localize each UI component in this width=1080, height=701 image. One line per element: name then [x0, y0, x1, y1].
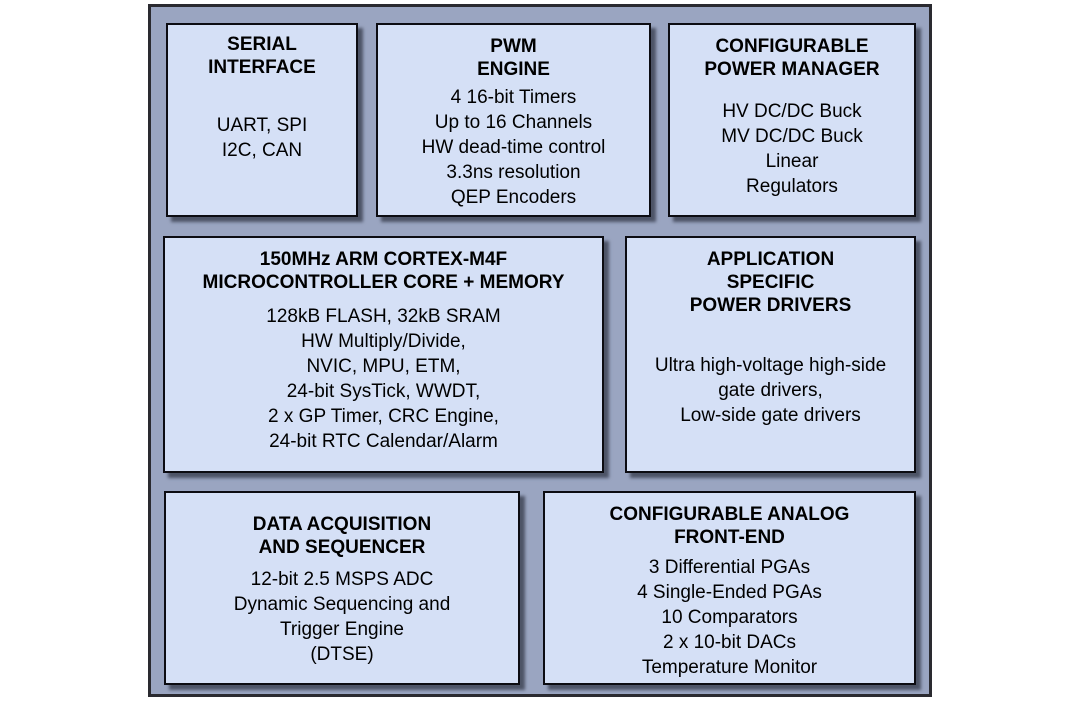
block-title: 150MHz ARM CORTEX-M4F MICROCONTROLLER CO… [202, 249, 565, 293]
block-body: UART, SPI I2C, CAN [216, 115, 308, 161]
block-pwm-engine: PWM ENGINE 4 16-bit Timers Up to 16 Chan… [376, 23, 651, 217]
block-body: 128kB FLASH, 32kB SRAM HW Multiply/Divid… [266, 306, 501, 452]
block-body: HV DC/DC Buck MV DC/DC Buck Linear Regul… [721, 101, 863, 197]
block-title: DATA ACQUISITION AND SEQUENCER [252, 514, 432, 558]
block-body: 4 16-bit Timers Up to 16 Channels HW dea… [421, 87, 606, 208]
block-serial-interface: SERIAL INTERFACE UART, SPI I2C, CAN [166, 23, 358, 217]
block-body: 3 Differential PGAs 4 Single-Ended PGAs … [637, 557, 822, 678]
chip-boundary-panel: SERIAL INTERFACE UART, SPI I2C, CAN PWM … [148, 4, 932, 697]
block-microcontroller-core-memory: 150MHz ARM CORTEX-M4F MICROCONTROLLER CO… [163, 236, 604, 473]
block-title: APPLICATION SPECIFIC POWER DRIVERS [689, 249, 852, 316]
block-body: Ultra high-voltage high-side gate driver… [654, 355, 887, 426]
block-title: SERIAL INTERFACE [208, 34, 316, 78]
block-title: CONFIGURABLE ANALOG FRONT-END [609, 504, 850, 548]
block-configurable-power-manager: CONFIGURABLE POWER MANAGER HV DC/DC Buck… [668, 23, 916, 217]
block-body: 12-bit 2.5 MSPS ADC Dynamic Sequencing a… [233, 569, 451, 665]
block-configurable-analog-front-end: CONFIGURABLE ANALOG FRONT-END 3 Differen… [543, 491, 916, 685]
block-application-specific-power-drivers: APPLICATION SPECIFIC POWER DRIVERS Ultra… [625, 236, 916, 473]
block-title: PWM ENGINE [477, 36, 550, 80]
block-title: CONFIGURABLE POWER MANAGER [704, 36, 880, 80]
block-data-acquisition-and-sequencer: DATA ACQUISITION AND SEQUENCER 12-bit 2.… [164, 491, 520, 685]
